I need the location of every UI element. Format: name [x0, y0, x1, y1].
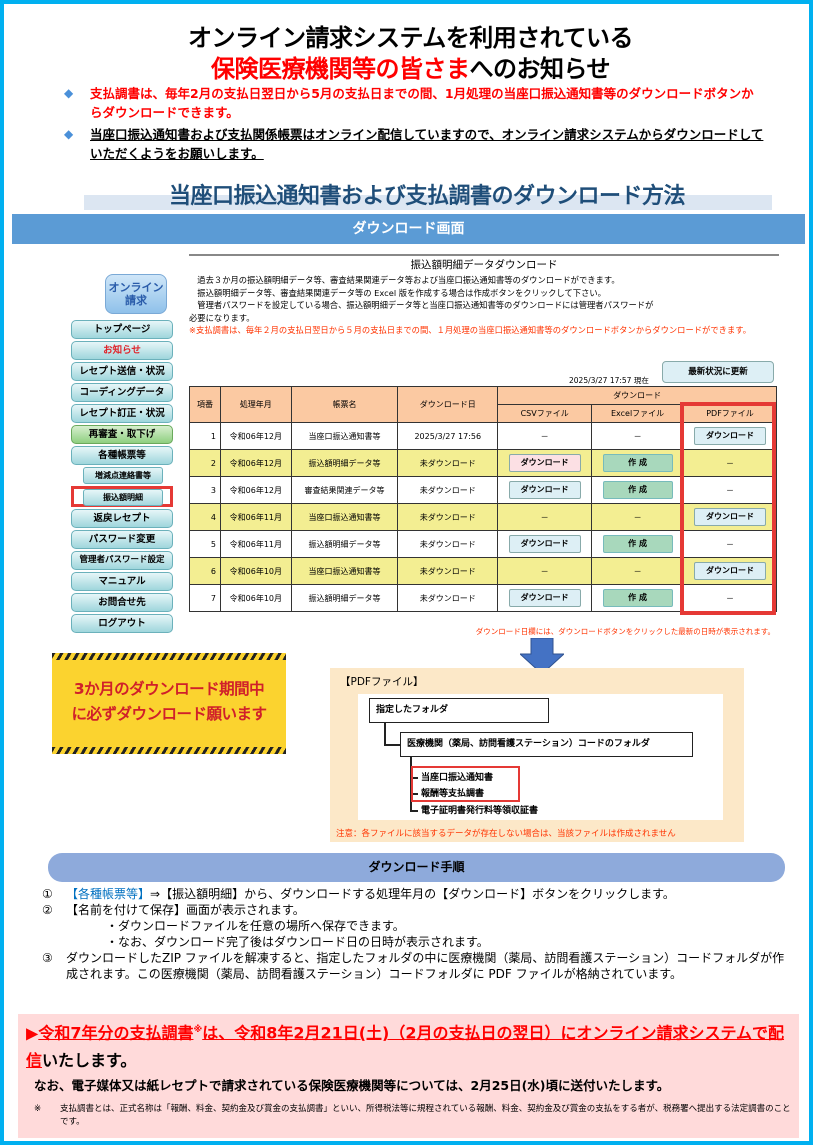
table-row: 6 令和06年10月 当座口振込通知書等 未ダウンロード － － ダウンロード — [189, 557, 777, 585]
page-title-line2: 保険医療機関等の皆さまへのお知らせ — [4, 49, 813, 84]
step-2: ② 【名前を付けて保存】画面が表示されます。 ・ダウンロードファイルを任意の場所… — [42, 903, 489, 949]
table-row: 4 令和06年11月 当座口振込通知書等 未ダウンロード － － ダウンロード — [189, 503, 777, 531]
hazard-stripe — [52, 747, 286, 754]
menu-sub-adjustment-notice[interactable]: 増減点連絡書等 — [83, 467, 163, 484]
col-csv: CSVファイル — [497, 404, 593, 423]
table-row: 2 令和06年12月 振込額明細データ等 未ダウンロード ダウンロード 作 成 … — [189, 449, 777, 477]
menu-receipt-send[interactable]: レセプト送信・状況 — [71, 362, 173, 381]
panel-note: ※支払調書は、毎年２月の支払日翌日から５月の支払日までの間、１月処理の当座口振込… — [189, 325, 752, 335]
pdf-label: 【PDFファイル】 — [340, 676, 424, 688]
download-date-note: ダウンロード日欄には、ダウンロードボタンをクリックした最新の日時が表示されます。 — [475, 627, 775, 636]
col-no: 項番 — [189, 386, 221, 423]
online-claim-logo: オンライン 請求 — [105, 274, 167, 314]
diamond-bullet-icon: ◆ — [64, 86, 74, 100]
title-highlight — [84, 195, 772, 210]
col-download-group: ダウンロード — [497, 386, 777, 405]
panel-divider — [189, 254, 779, 256]
down-arrow-icon — [520, 638, 564, 674]
table-row: 5 令和06年11月 振込額明細データ等 未ダウンロード ダウンロード 作 成 … — [189, 530, 777, 558]
method-title: 当座口振込通知書および支払調書のダウンロード方法 — [82, 178, 772, 210]
bullet-item: ◆ 支払調書は、毎年2月の支払日翌日から5月の支払日までの間、1月処理の当座口振… — [64, 86, 754, 120]
menu-contact[interactable]: お問合せ先 — [71, 593, 173, 612]
excel-create-button[interactable]: 作 成 — [602, 454, 673, 472]
file-item: 当座口振込通知書 — [421, 773, 494, 783]
pdf-download-button[interactable]: ダウンロード — [694, 508, 767, 526]
folder-institution-code: 医療機関（薬局、訪問看護ステーション）コードのフォルダ — [400, 732, 693, 757]
system-sidebar: オンライン 請求 トップページ お知らせ レセプト送信・状況 コーディングデータ… — [71, 274, 173, 633]
menu-coding-data[interactable]: コーディングデータ — [71, 383, 173, 402]
distribution-notice: ▶令和7年分の支払調書※は、令和8年2月21日(土)（2月の支払日の翌日）にオン… — [18, 1014, 799, 1138]
download-screen-header: ダウンロード画面 — [12, 214, 805, 244]
download-table: 項番 処理年月 帳票名 ダウンロード日 ダウンロード CSVファイル Excel… — [189, 386, 777, 612]
panel-title: 振込額明細データダウンロード — [410, 259, 558, 271]
menu-reexamination[interactable]: 再審査・取下げ — [71, 425, 173, 444]
col-period: 処理年月 — [219, 386, 292, 423]
notice-footnote: ※ 支払調書とは、正式名称は「報酬、料金、契約金及び賞金の支払調書」といい、所得… — [34, 1104, 791, 1127]
menu-manual[interactable]: マニュアル — [71, 572, 173, 591]
col-download-date: ダウンロード日 — [397, 386, 499, 423]
step-3: ③ ダウンロードしたZIP ファイルを解凍すると、指定したフォルダの中に医療機関… — [42, 951, 785, 981]
menu-various-forms[interactable]: 各種帳票等 — [71, 446, 173, 465]
table-row: 7 令和06年10月 振込額明細データ等 未ダウンロード ダウンロード 作 成 … — [189, 584, 777, 612]
pdf-caution: 注意：各ファイルに該当するデータが存在しない場合は、当該ファイルは作成されません — [336, 829, 676, 839]
table-row: 1 令和06年12月 当座口振込通知書等 2025/3/27 17:56 － －… — [189, 422, 777, 450]
triangle-bullet-icon: ▶ — [26, 1023, 39, 1043]
col-form: 帳票名 — [290, 386, 399, 423]
title-black-part: へのお知らせ — [469, 55, 611, 83]
menu-receipt-correction[interactable]: レセプト訂正・状況 — [71, 404, 173, 423]
excel-create-button[interactable]: 作 成 — [602, 535, 673, 553]
col-excel: Excelファイル — [591, 404, 685, 423]
table-row: 3 令和06年12月 審査結果関連データ等 未ダウンロード ダウンロード 作 成… — [189, 476, 777, 504]
file-item: 電子証明書発行料等領収証書 — [421, 806, 539, 816]
various-forms-link: 【各種帳票等】 — [66, 887, 151, 901]
step-1: ① 【各種帳票等】⇒【振込額明細】から、ダウンロードする処理年月の【ダウンロード… — [42, 887, 675, 901]
menu-admin-password[interactable]: 管理者パスワード設定 — [71, 551, 173, 570]
excel-create-button[interactable]: 作 成 — [602, 589, 673, 607]
pdf-folder-diagram: 【PDFファイル】 指定したフォルダ 医療機関（薬局、訪問看護ステーション）コー… — [330, 668, 744, 842]
file-item: 報酬等支払調書 — [421, 789, 485, 799]
procedure-steps: ① 【各種帳票等】⇒【振込額明細】から、ダウンロードする処理年月の【ダウンロード… — [42, 886, 792, 982]
title-red-part: 保険医療機関等の皆さま — [210, 55, 470, 83]
page-title-line1: オンライン請求システムを利用されている — [187, 24, 634, 52]
procedure-header: ダウンロード手順 — [48, 853, 785, 882]
pdf-download-button[interactable]: ダウンロード — [694, 562, 767, 580]
excel-create-button[interactable]: 作 成 — [602, 481, 673, 499]
warning-banner: 3か月のダウンロード期間中 に必ずダウンロード願います — [52, 653, 286, 754]
refresh-button[interactable]: 最新状況に更新 — [662, 361, 774, 383]
csv-download-button[interactable]: ダウンロード — [508, 589, 581, 607]
col-pdf: PDFファイル — [683, 404, 777, 423]
menu-notices[interactable]: お知らせ — [71, 341, 173, 360]
menu-returned-receipt[interactable]: 返戻レセプト — [71, 509, 173, 528]
menu-highlight-box: 振込額明細 — [71, 486, 173, 507]
notice-paper-note: なお、電子媒体又は紙レセプトで請求されている保険医療機関等については、2月25日… — [34, 1078, 670, 1093]
csv-download-button[interactable]: ダウンロード — [508, 454, 581, 472]
timestamp: 2025/3/27 17:57 現在 — [569, 376, 649, 385]
files-highlight — [411, 766, 520, 802]
menu-sub-transfer-details[interactable]: 振込額明細 — [83, 489, 163, 506]
pdf-download-button[interactable]: ダウンロード — [694, 427, 767, 445]
menu-top-page[interactable]: トップページ — [71, 320, 173, 339]
csv-download-button[interactable]: ダウンロード — [508, 535, 581, 553]
bullet-item: ◆ 当座口振込通知書および支払関係帳票はオンライン配信していますので、オンライン… — [64, 127, 764, 161]
hazard-stripe — [52, 653, 286, 660]
folder-specified: 指定したフォルダ — [369, 698, 549, 723]
panel-description: 過去３か月の振込額明細データ等、審査結果関連データ等および当座口振込通知書等のダ… — [189, 274, 779, 337]
menu-logout[interactable]: ログアウト — [71, 614, 173, 633]
menu-password-change[interactable]: パスワード変更 — [71, 530, 173, 549]
intro-bullets: ◆ 支払調書は、毎年2月の支払日翌日から5月の支払日までの間、1月処理の当座口振… — [64, 84, 764, 166]
diamond-bullet-icon: ◆ — [64, 127, 74, 141]
csv-download-button[interactable]: ダウンロード — [508, 481, 581, 499]
